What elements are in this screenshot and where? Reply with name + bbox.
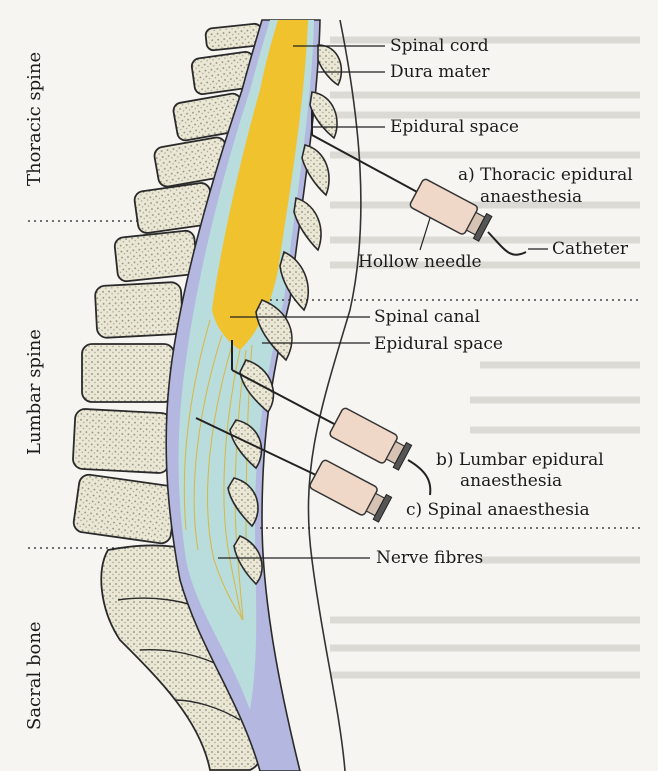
region-label-lumbar: Lumbar spine: [24, 329, 45, 455]
label-lumbar-epidural-line2: anaesthesia: [460, 471, 562, 491]
label-spinal-anaesthesia: c) Spinal anaesthesia: [406, 500, 590, 520]
label-nerve-fibres: Nerve fibres: [376, 548, 483, 568]
label-spinal-cord: Spinal cord: [390, 36, 489, 56]
label-catheter: Catheter: [552, 239, 628, 259]
label-hollow-needle: Hollow needle: [358, 252, 482, 272]
label-epidural-space-top: Epidural space: [390, 117, 519, 137]
label-spinal-canal: Spinal canal: [374, 307, 480, 327]
label-thoracic-epidural-line2: anaesthesia: [480, 187, 582, 207]
region-label-thoracic: Thoracic spine: [24, 52, 45, 186]
label-dura-mater: Dura mater: [390, 62, 490, 82]
label-thoracic-epidural-line1: a) Thoracic epidural: [458, 165, 633, 185]
label-lumbar-epidural-line1: b) Lumbar epidural: [436, 450, 604, 470]
region-label-sacral: Sacral bone: [24, 621, 45, 730]
label-epidural-space-mid: Epidural space: [374, 334, 503, 354]
